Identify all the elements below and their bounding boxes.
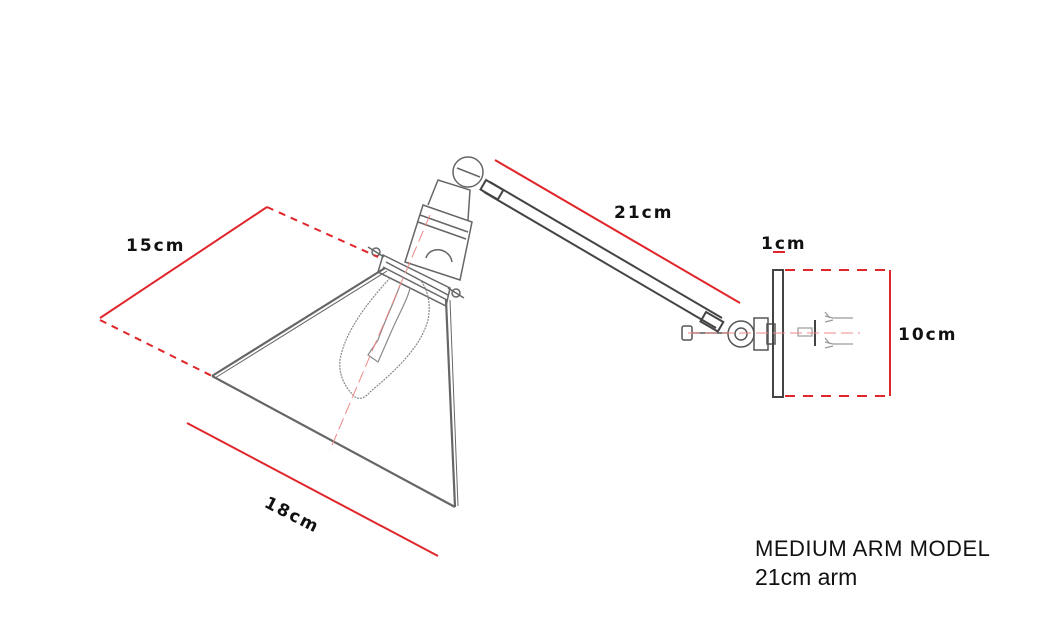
- arm-length-label: 21cm: [614, 203, 674, 223]
- conical-shade: [211, 267, 459, 508]
- model-subtitle: 21cm arm: [755, 564, 858, 590]
- socket: [404, 156, 484, 281]
- shade-ring: [367, 246, 465, 308]
- base-thickness-label: 1cm: [761, 234, 807, 254]
- arm: [479, 178, 725, 333]
- center-lines: [329, 214, 860, 451]
- elbow-joint: [681, 317, 776, 351]
- edison-bulb: [339, 277, 430, 399]
- mounting-screws: [797, 311, 853, 349]
- model-title: MEDIUM ARM MODEL: [755, 536, 991, 561]
- dimension-lines: [99, 159, 891, 557]
- shade-height-label: 15cm: [126, 236, 186, 256]
- base-height-label: 10cm: [898, 325, 958, 345]
